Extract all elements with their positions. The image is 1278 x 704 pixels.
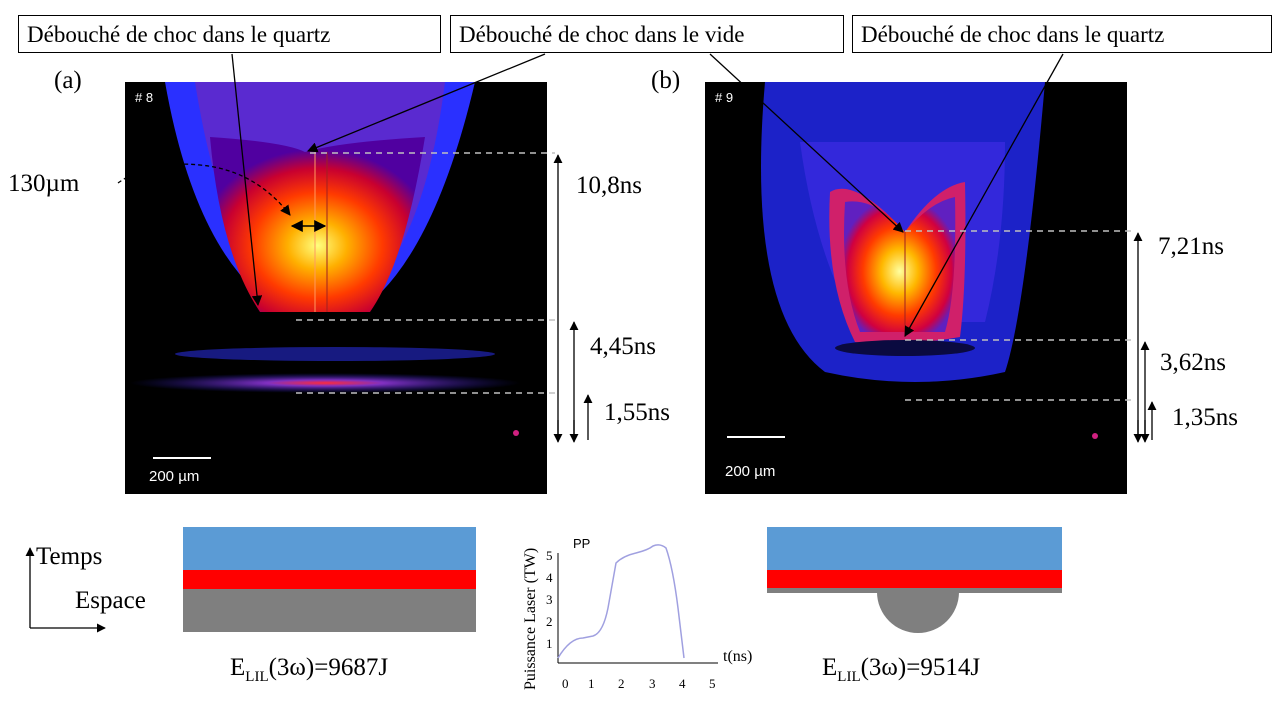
pulse-x-tick-2: 2: [618, 676, 625, 691]
width-annotation-label: 130µm: [8, 170, 80, 197]
callout-quartz-b: Débouché de choc dans le quartz: [852, 15, 1272, 53]
duration-label-a3: 1,55ns: [604, 399, 670, 426]
target-a-quartz: [183, 589, 476, 632]
pulse-x-tick-4: 4: [679, 676, 686, 691]
energy-label-a: ELIL(3ω)=9687J: [230, 654, 389, 685]
shot-number-b: # 9: [715, 90, 734, 105]
pulse-x-tick-3: 3: [649, 676, 656, 691]
width-annotation-curve: [117, 163, 291, 216]
streak-image-a: # 8 200 µm: [125, 82, 547, 494]
scalebar-b-label: 200 µm: [725, 463, 776, 480]
energy-label-b: ELIL(3ω)=9514J: [822, 654, 981, 685]
shot-number-a: # 8: [135, 90, 154, 105]
pulse-y-tick-3: 3: [546, 592, 553, 607]
panel-b-label: (b): [651, 67, 681, 94]
laser-pulse-curve: [557, 544, 685, 659]
target-a-ablator: [183, 527, 476, 570]
duration-label-b2: 3,62ns: [1160, 349, 1226, 376]
pulse-x-tick-1: 1: [588, 676, 595, 691]
pointer-quartz-b: [904, 53, 1064, 337]
duration-label-a1: 10,8ns: [576, 172, 642, 199]
target-b-red-layer: [767, 570, 1062, 588]
target-a-red-layer: [183, 570, 476, 589]
pulse-y-tick-1: 1: [546, 636, 553, 651]
time-axis-label: Temps: [36, 543, 103, 570]
pointer-vacuum-a: [307, 53, 546, 153]
callout-vacuum: Débouché de choc dans le vide: [450, 15, 844, 53]
target-b-quartz-dome: [877, 592, 959, 633]
duration-label-b3: 1,35ns: [1172, 404, 1238, 431]
pulse-x-tick-5: 5: [709, 676, 716, 691]
pointer-vacuum-b: [709, 53, 904, 233]
pulse-y-tick-5: 5: [546, 548, 553, 563]
pulse-x-tick-0: 0: [562, 676, 569, 691]
pulse-y-tick-2: 2: [546, 614, 553, 629]
pulse-y-tick-4: 4: [546, 570, 553, 585]
scalebar-a-label: 200 µm: [149, 468, 200, 485]
pointer-quartz-a: [231, 53, 263, 307]
duration-label-b1: 7,21ns: [1158, 233, 1224, 260]
laser-pulse-chart: PP Puissance Laser (TW) t(ns) 5 4 3 2 1 …: [508, 498, 752, 699]
duration-label-a2: 4,45ns: [590, 333, 656, 360]
pulse-legend: PP: [573, 536, 591, 551]
pulse-y-label: Puissance Laser (TW): [522, 547, 539, 690]
panel-a-label: (a): [54, 67, 82, 94]
space-axis-label: Espace: [75, 587, 146, 614]
target-b-quartz-strip: [767, 588, 1062, 593]
callout-quartz-a: Débouché de choc dans le quartz: [18, 15, 441, 53]
pulse-x-label: t(ns): [723, 648, 753, 665]
target-b-ablator: [767, 527, 1062, 570]
